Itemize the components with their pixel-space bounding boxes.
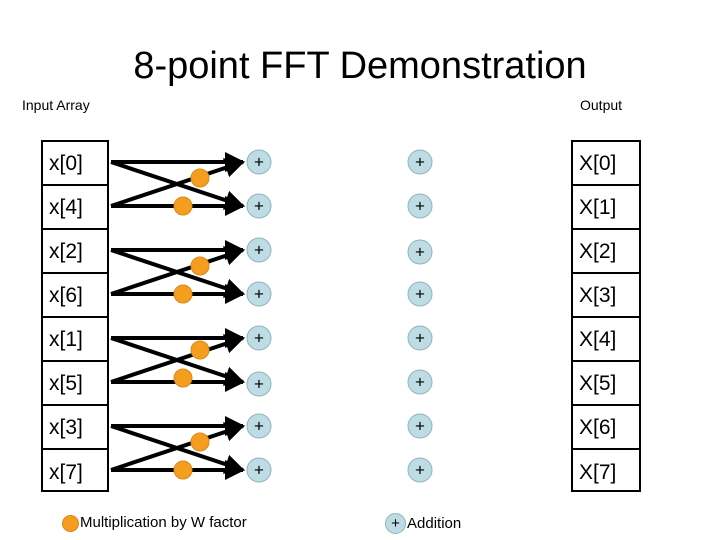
multiply-node[interactable] [190, 256, 210, 276]
page-title: 8-point FFT Demonstration [133, 45, 587, 87]
multiply-node[interactable] [173, 368, 193, 388]
add-node[interactable]: + [407, 149, 433, 175]
output-cell[interactable]: X[4] [573, 318, 639, 362]
output-cell-label: X[5] [579, 371, 617, 395]
output-cell-label: X[6] [579, 415, 617, 439]
add-node[interactable]: + [407, 369, 433, 395]
add-node-symbol: + [254, 240, 264, 260]
output-cell[interactable]: X[3] [573, 274, 639, 318]
add-node-symbol: + [415, 372, 425, 392]
output-array: X[0] X[1] X[2] X[3] X[4] X[5] X[6] X[7] [571, 140, 641, 492]
add-node-symbol: + [415, 328, 425, 348]
output-cell[interactable]: X[0] [573, 142, 639, 186]
add-node-symbol: + [254, 196, 264, 216]
add-swatch-symbol: + [391, 515, 400, 532]
input-cell[interactable]: x[4] [43, 186, 107, 230]
output-cell-label: X[1] [579, 195, 617, 219]
input-cell[interactable]: x[6] [43, 274, 107, 318]
multiply-node[interactable] [190, 432, 210, 452]
add-node[interactable]: + [246, 413, 272, 439]
input-cell[interactable]: x[0] [43, 142, 107, 186]
add-node[interactable]: + [246, 237, 272, 263]
output-cell-label: X[7] [579, 460, 617, 484]
input-cell[interactable]: x[1] [43, 318, 107, 362]
add-node[interactable]: + [407, 239, 433, 265]
input-cell[interactable]: x[3] [43, 406, 107, 450]
multiply-node[interactable] [173, 196, 193, 216]
multiply-swatch-icon [62, 514, 79, 532]
add-node-symbol: + [254, 374, 264, 394]
legend-addition: + Addition [385, 513, 461, 534]
output-cell[interactable]: X[1] [573, 186, 639, 230]
add-node-symbol: + [415, 242, 425, 262]
multiply-node[interactable] [173, 284, 193, 304]
add-node[interactable]: + [246, 149, 272, 175]
input-cell[interactable]: x[2] [43, 230, 107, 274]
add-node-symbol: + [254, 284, 264, 304]
legend-multiplication-label: Multiplication by W factor [80, 514, 247, 531]
input-cell-label: x[5] [49, 371, 83, 395]
input-cell[interactable]: x[7] [43, 450, 107, 494]
add-node[interactable]: + [246, 371, 272, 397]
add-node-symbol: + [415, 196, 425, 216]
add-node[interactable]: + [407, 325, 433, 351]
input-cell-label: x[7] [49, 460, 83, 484]
multiply-node[interactable] [173, 460, 193, 480]
add-node-symbol: + [415, 416, 425, 436]
input-array: x[0] x[4] x[2] x[6] x[1] x[5] x[3] x[7] [41, 140, 109, 492]
input-cell-label: x[6] [49, 283, 83, 307]
input-cell-label: x[2] [49, 239, 83, 263]
input-cell-label: x[4] [49, 195, 83, 219]
multiply-node[interactable] [190, 340, 210, 360]
output-cell[interactable]: X[7] [573, 450, 639, 494]
input-cell-label: x[1] [49, 327, 83, 351]
add-swatch-icon: + [385, 513, 406, 534]
input-cell-label: x[3] [49, 415, 83, 439]
add-node-symbol: + [415, 460, 425, 480]
output-cell-label: X[0] [579, 151, 617, 175]
legend-addition-label: Addition [407, 514, 462, 532]
add-node-symbol: + [254, 416, 264, 436]
add-node[interactable]: + [246, 457, 272, 483]
multiply-node[interactable] [190, 168, 210, 188]
output-array-label: Output [580, 97, 623, 113]
add-node[interactable]: + [407, 281, 433, 307]
add-node[interactable]: + [246, 325, 272, 351]
output-cell[interactable]: X[5] [573, 362, 639, 406]
add-node-symbol: + [415, 284, 425, 304]
input-cell[interactable]: x[5] [43, 362, 107, 406]
output-cell[interactable]: X[2] [573, 230, 639, 274]
legend-multiplication: Multiplication by W factor [62, 514, 247, 532]
add-node[interactable]: + [407, 193, 433, 219]
add-node-symbol: + [415, 152, 425, 172]
add-node-symbol: + [254, 328, 264, 348]
add-node-symbol: + [254, 152, 264, 172]
input-cell-label: x[0] [49, 151, 83, 175]
input-array-label: Input Array [22, 97, 90, 113]
add-node[interactable]: + [246, 193, 272, 219]
add-node[interactable]: + [407, 413, 433, 439]
output-cell-label: X[4] [579, 327, 617, 351]
output-cell-label: X[3] [579, 283, 617, 307]
add-node-symbol: + [254, 460, 264, 480]
output-cell-label: X[2] [579, 239, 617, 263]
add-node[interactable]: + [407, 457, 433, 483]
output-cell[interactable]: X[6] [573, 406, 639, 450]
add-node[interactable]: + [246, 281, 272, 307]
